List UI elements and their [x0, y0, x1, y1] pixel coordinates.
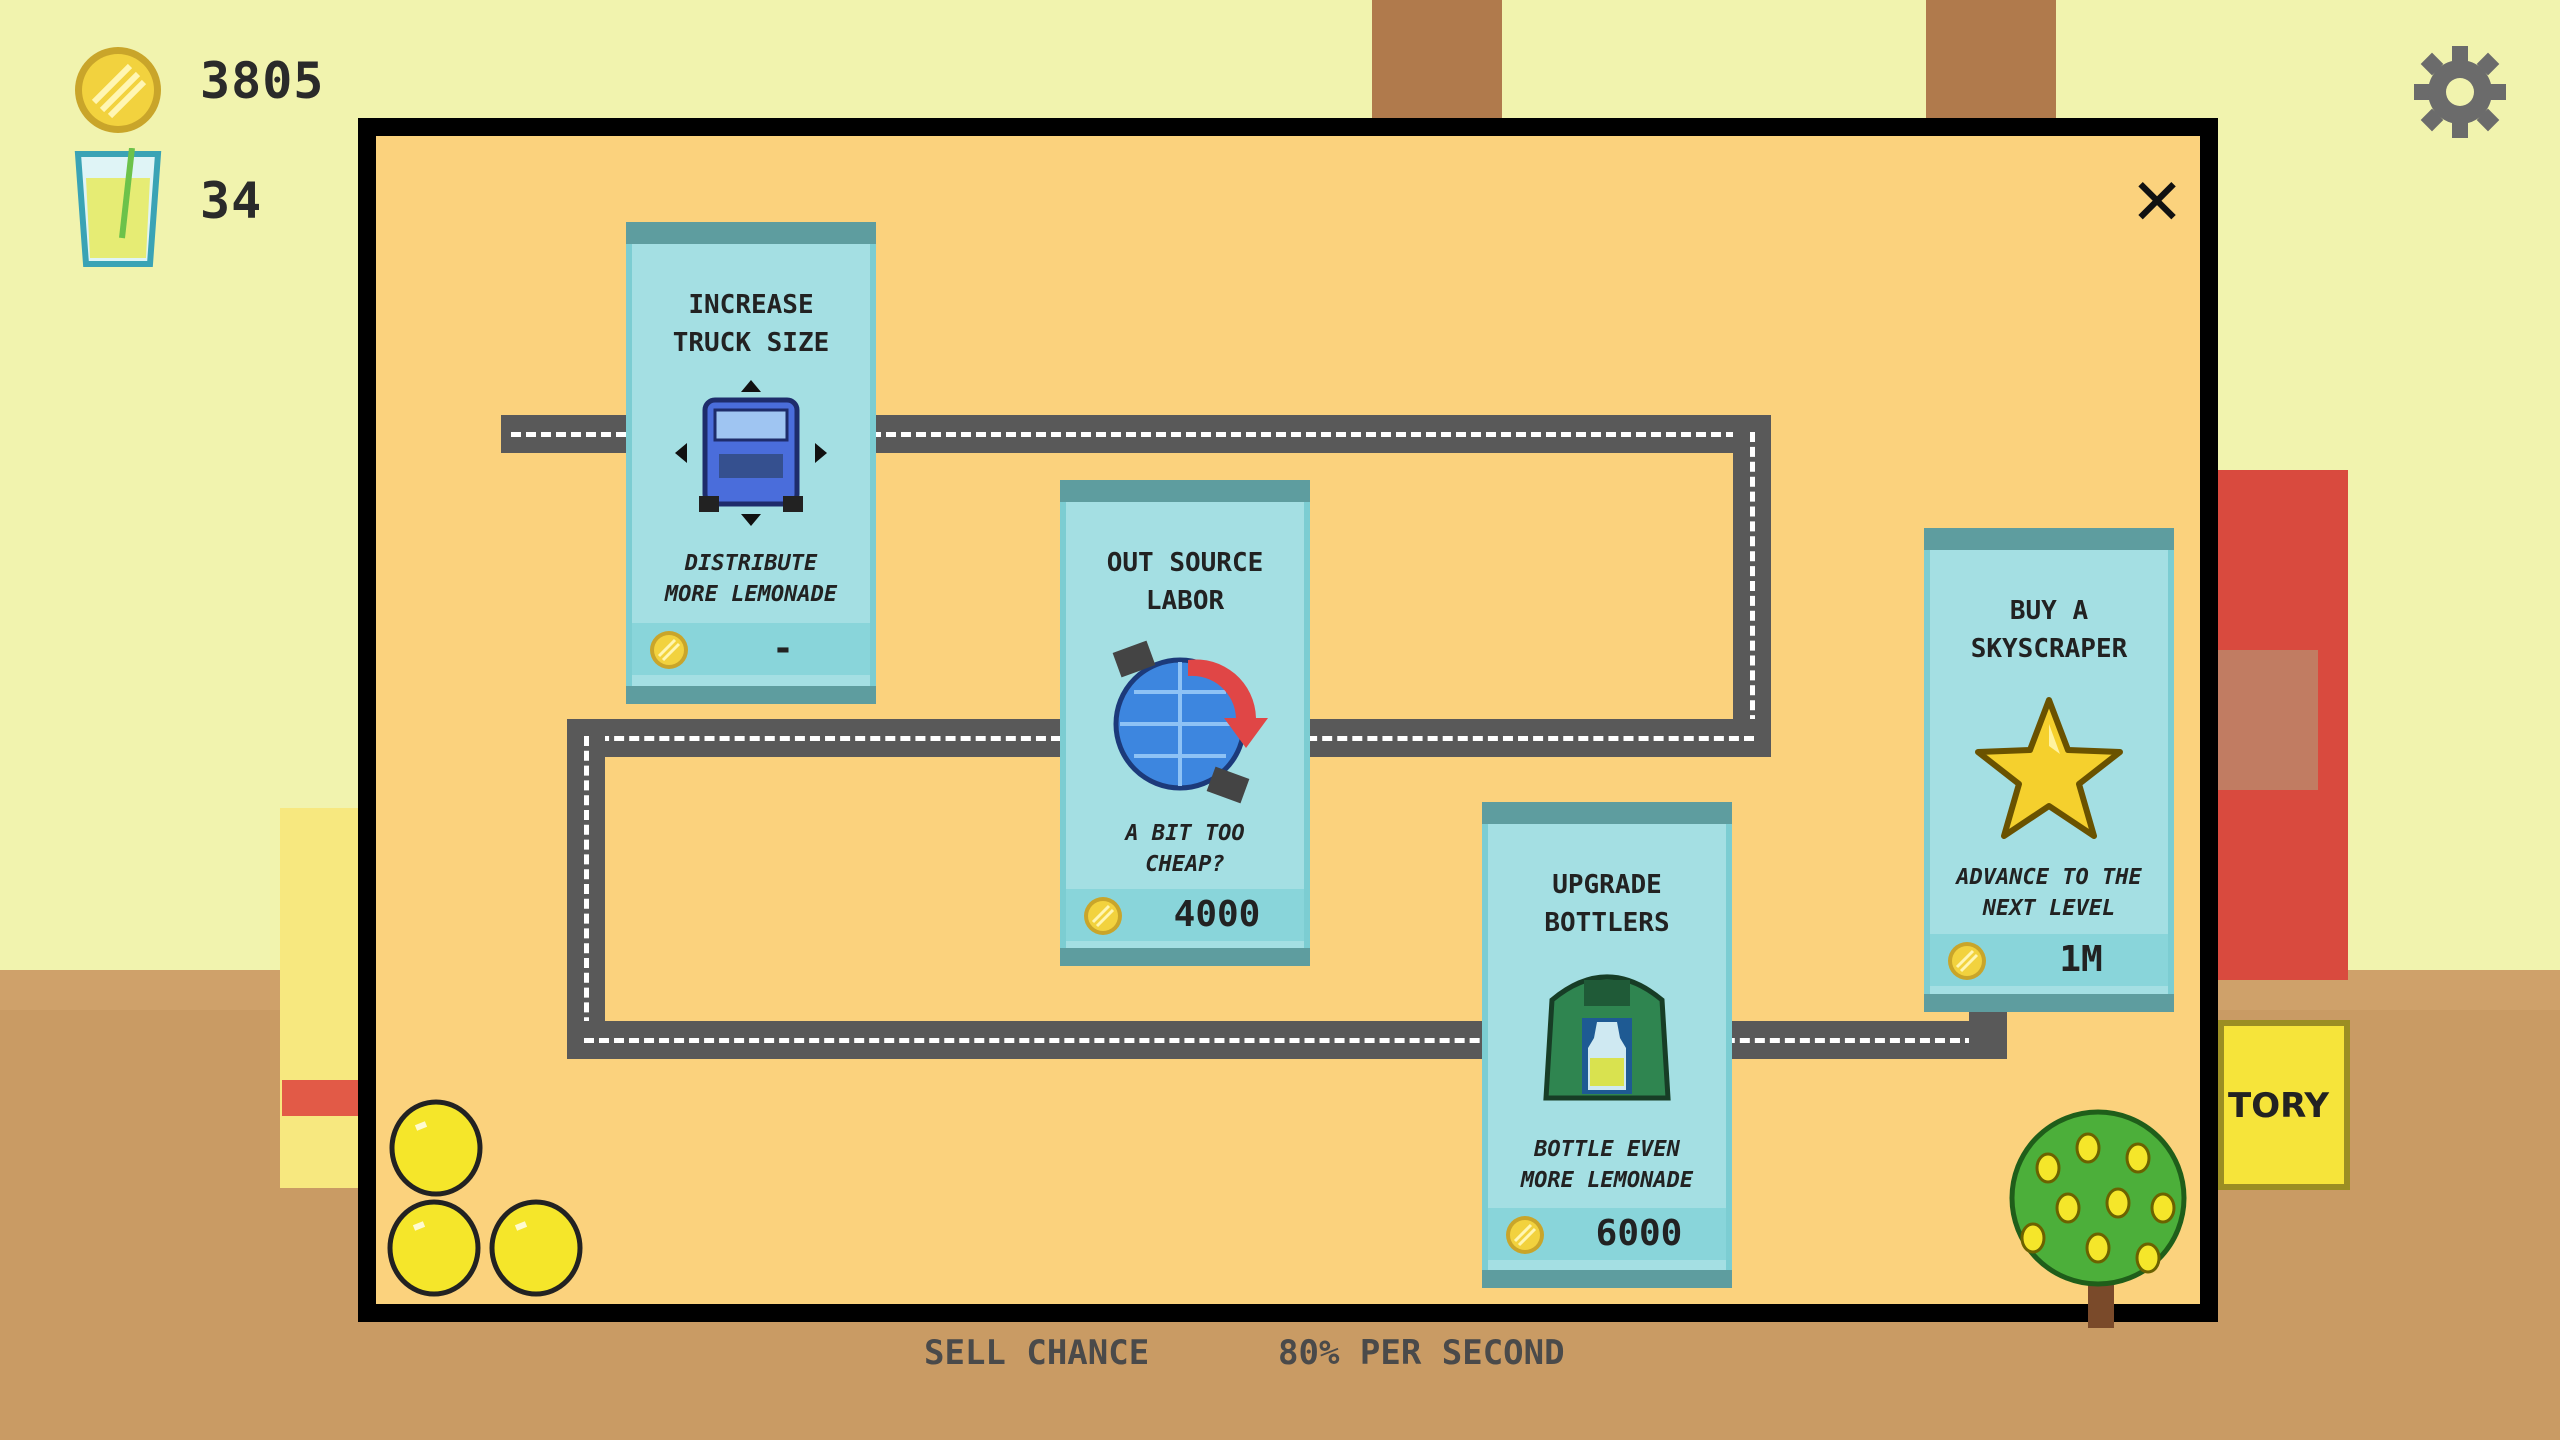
upgrade-card-upgrade-bottlers[interactable]: UPGRADE BOTTLERS BOTTLE EVEN MORE LEMONA…: [1482, 802, 1732, 1288]
coin-icon: [1084, 897, 1122, 935]
road-left-dashes: [584, 736, 589, 1042]
upgrade-title: INCREASE TRUCK SIZE: [672, 290, 830, 358]
lemon-pile-icon: [387, 1099, 583, 1297]
close-icon: ✕: [2130, 166, 2184, 240]
stand-awning: [282, 1080, 360, 1116]
upgrade-description: ADVANCE TO THE NEXT LEVEL: [1956, 865, 2142, 921]
coin-icon: [1506, 1216, 1544, 1254]
settings-gear-icon[interactable]: [2410, 42, 2510, 142]
card-cap: [1060, 480, 1310, 502]
card-cap: [1924, 528, 2174, 550]
upgrade-card-outsource-labor[interactable]: OUT SOURCE LABOR A BIT TOO CHEAP? 4000: [1060, 480, 1310, 966]
coin-count: 3805: [200, 52, 325, 110]
upgrade-price: -: [772, 628, 794, 669]
upgrade-description: BOTTLE EVEN MORE LEMONADE: [1520, 1137, 1694, 1193]
bottler-icon: [1543, 974, 1671, 1101]
upgrade-card-buy-skyscraper[interactable]: BUY A SKYSCRAPER ADVANCE TO THE NEXT LEV…: [1924, 528, 2174, 1012]
card-cap: [626, 686, 876, 704]
price-bar: 6000: [1488, 1208, 1726, 1260]
upgrade-price: 6000: [1595, 1213, 1683, 1254]
red-building-window: [2218, 650, 2318, 790]
lemonade-stand: [280, 808, 360, 1188]
card-cap: [1482, 802, 1732, 824]
upgrade-description: DISTRIBUTE MORE LEMONADE: [664, 551, 838, 607]
lemonade-count: 34: [200, 172, 263, 230]
road-bottom-dashes: [584, 1038, 1990, 1043]
sell-chance-label: SELL CHANCE: [924, 1333, 1150, 1373]
tree-trunk-left: [1372, 0, 1502, 118]
tree-trunk-right: [1926, 0, 2056, 118]
star-icon: [1975, 697, 2123, 839]
globe-icon: [1112, 640, 1268, 804]
price-bar: 1M: [1930, 934, 2168, 986]
lemonade-cup-icon: [74, 148, 162, 267]
card-cap: [626, 222, 876, 244]
card-cap: [1482, 1270, 1732, 1288]
road-right-dashes: [1750, 432, 1755, 740]
card-cap: [1924, 994, 2174, 1012]
factory-button[interactable]: TORY: [2218, 1020, 2350, 1190]
upgrade-price: 1M: [2059, 939, 2103, 980]
close-button[interactable]: ✕: [2122, 166, 2192, 240]
price-bar: -: [632, 623, 870, 675]
upgrade-title: BUY A SKYSCRAPER: [1970, 596, 2128, 664]
factory-button-label: TORY: [2228, 1086, 2330, 1126]
upgrade-card-truck-size[interactable]: INCREASE TRUCK SIZE DISTRIBUTE MORE LEMO…: [626, 222, 876, 704]
coin-icon: [75, 47, 161, 133]
upgrade-price: 4000: [1173, 894, 1261, 935]
card-cap: [1060, 948, 1310, 966]
upgrade-panel: ✕ INCREASE TRUCK SIZE DISTRIBUTE MORE LE…: [358, 118, 2218, 1328]
sell-rate-label: 80% PER SECOND: [1278, 1333, 1565, 1373]
coin-icon: [1948, 942, 1986, 980]
upgrade-description: A BIT TOO CHEAP?: [1125, 821, 1245, 877]
upgrade-title: UPGRADE BOTTLERS: [1544, 870, 1670, 938]
truck-icon: [675, 380, 827, 526]
road-top-dashes: [511, 432, 1751, 437]
price-bar: 4000: [1066, 889, 1304, 941]
upgrade-title: OUT SOURCE LABOR: [1106, 548, 1264, 616]
lemon-tree-icon: [2009, 1109, 2187, 1328]
coin-icon: [650, 631, 688, 669]
